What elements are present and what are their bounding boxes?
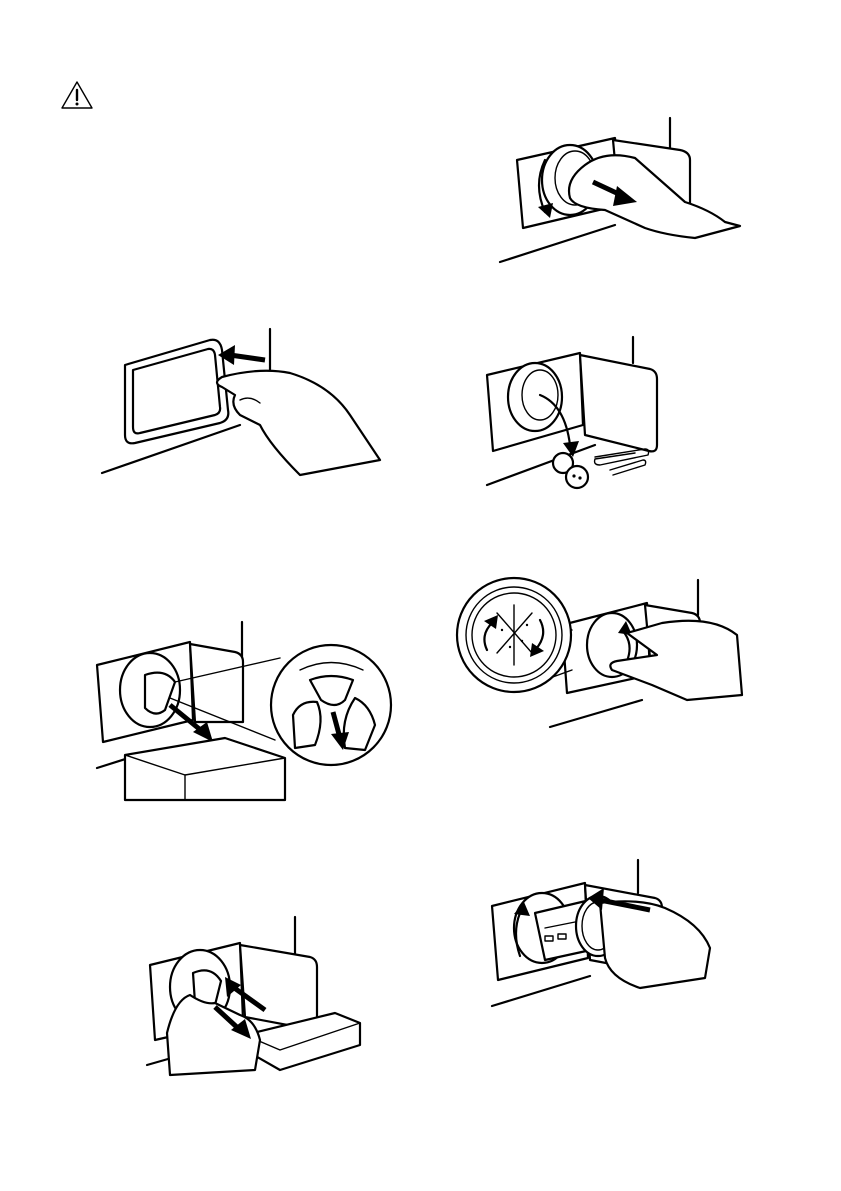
illustration-insert-filter [490,858,720,1008]
illustration-drain-water [95,620,395,805]
illustration-remove-foreign-objects [485,335,675,495]
illustration-turn-and-pull-filter [495,110,745,270]
illustration-open-filter-flap [100,325,390,485]
illustration-pull-filter-over-tray [145,915,365,1085]
illustration-check-impeller [452,575,752,735]
warning-triangle-icon [60,80,94,110]
